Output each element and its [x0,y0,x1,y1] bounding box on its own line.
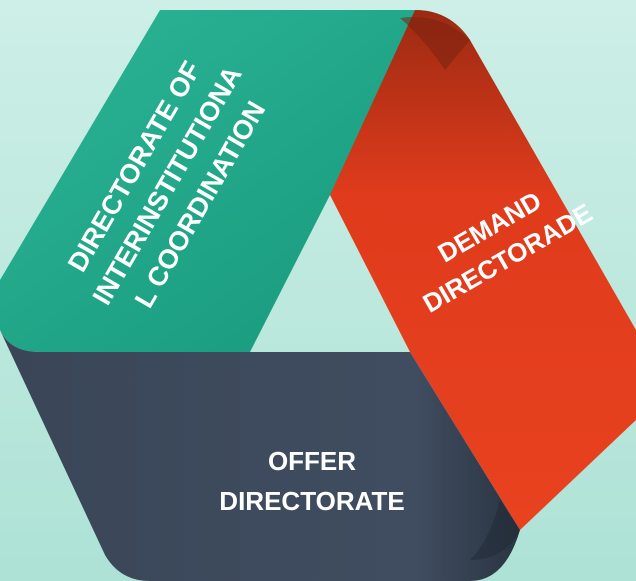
offer-band [0,330,520,581]
offer-label-line-1: OFFER [268,446,356,476]
offer-label-line-2: DIRECTORATE [219,486,404,516]
fold-shadow-top [400,16,470,70]
coordination-band [0,10,470,352]
demand-band [330,10,636,530]
offer-label: OFFER DIRECTORATE [219,446,404,516]
fold-shadow-bottom [470,500,520,560]
